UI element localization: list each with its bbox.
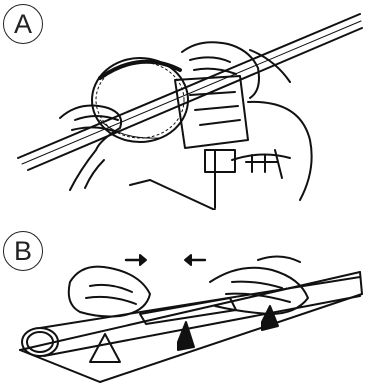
panel-b-illustration: B: [0, 222, 369, 389]
stand-a: [130, 150, 215, 210]
sanding-illustration: [0, 0, 369, 210]
left-hand-b: [69, 267, 150, 317]
arrow-left-icon: [185, 255, 205, 265]
left-hand: [60, 106, 121, 190]
sander-body: [175, 76, 290, 178]
right-hand-b: [210, 256, 308, 314]
arrow-right-icon: [126, 255, 146, 265]
panel-label-a: A: [3, 4, 43, 44]
power-cord: [248, 102, 312, 200]
press-arrows: [126, 255, 205, 265]
pipe-support-illustration: [0, 222, 369, 389]
panel-a-illustration: A: [0, 0, 369, 210]
v-trough: [20, 272, 362, 382]
panel-label-b: B: [3, 231, 43, 271]
